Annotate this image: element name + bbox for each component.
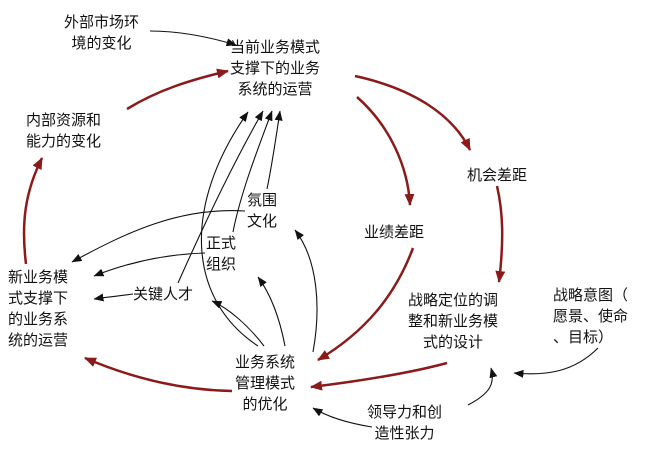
arrow-opportunity-gap-to-strategy-design: [495, 185, 506, 283]
arrow-optimization-to-key-talent: [211, 300, 265, 347]
arrow-atmosphere-to-new-ops: [71, 210, 246, 263]
node-performance-gap: 业绩差距: [364, 223, 425, 241]
arrow-strategic-intent-to-strategy-design: [513, 347, 599, 378]
arrow-external-to-current-ops: [149, 30, 237, 47]
arrow-key-talent-to-new-ops: [93, 293, 134, 302]
arrow-optimization-to-new-ops: [84, 356, 233, 393]
arrow-formal-org-to-new-ops: [93, 252, 206, 277]
arrow-optimization-to-current-ops: [201, 111, 259, 347]
arrow-current-ops-to-performance-gap: [356, 96, 415, 206]
arrow-optimization-to-atmosphere: [294, 229, 318, 353]
node-strategic-intent: 战略意图（ 愿景、使命 、目标）: [553, 286, 629, 346]
arrow-atmosphere-to-current-ops: [266, 110, 283, 190]
node-atmosphere-culture: 氛围 文化: [247, 191, 278, 230]
arrow-new-ops-to-internal: [22, 157, 44, 265]
arrow-current-ops-to-opportunity-gap: [354, 74, 472, 151]
node-current-business-operation: 当前业务模式 支撑下的业务 系统的运营: [230, 38, 321, 98]
arrow-leadership-to-optimization: [312, 407, 373, 428]
arrow-leadership-to-strategy-design: [467, 367, 498, 406]
arrow-formal-org-to-current-ops: [232, 110, 273, 233]
arrow-optimization-to-formal-org: [257, 276, 286, 347]
node-key-talent: 关键人才: [133, 285, 194, 303]
node-new-business-operation: 新业务模 式支撑下 的业务系 统的运营: [8, 268, 69, 349]
node-leadership-tension: 领导力和创 造性张力: [367, 403, 443, 442]
arrow-performance-gap-to-optimization: [317, 247, 415, 362]
node-internal-capability-change: 内部资源和 能力的变化: [26, 111, 102, 150]
arrow-key-talent-to-current-ops: [177, 110, 264, 284]
arrow-internal-to-current-ops: [126, 68, 229, 111]
arrow-strategy-design-to-optimization: [310, 361, 448, 391]
node-external-market-change: 外部市场环 境的变化: [64, 13, 140, 52]
node-formal-organization: 正式 组织: [206, 234, 237, 273]
node-strategy-redesign: 战略定位的调 整和新业务模 式的设计: [408, 291, 499, 351]
node-opportunity-gap: 机会差距: [467, 166, 528, 184]
node-management-optimization: 业务系统 管理模式 的优化: [235, 353, 296, 413]
